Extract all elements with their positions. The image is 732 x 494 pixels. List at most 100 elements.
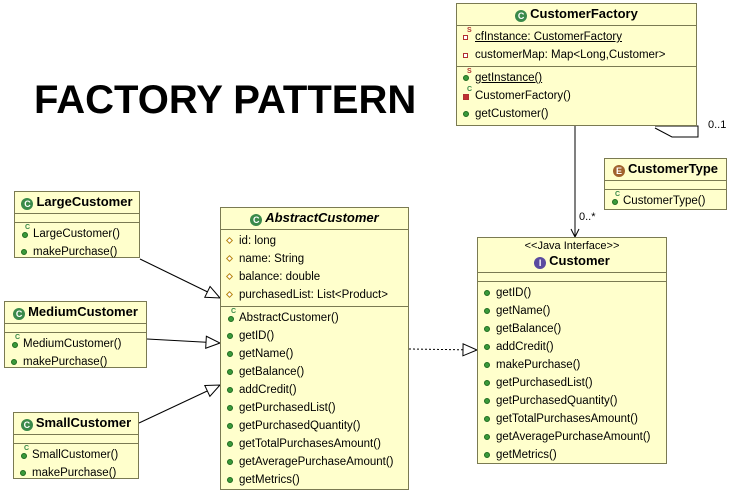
class-icon: C (21, 198, 34, 210)
public-method-icon (227, 459, 233, 465)
constructor-icon (12, 342, 18, 348)
protected-field-icon (225, 290, 234, 299)
public-method-icon (484, 416, 490, 422)
method-row: getID() (478, 284, 666, 302)
public-method-icon (20, 470, 26, 476)
large-customer-generalization (139, 258, 220, 298)
abstract-class-icon: C (250, 214, 263, 226)
attribute-row: id: long (221, 232, 408, 250)
method-row: C CustomerFactory() (457, 86, 696, 105)
method-row: makePurchase() (5, 353, 146, 371)
method-row: C MediumCustomer() (5, 334, 146, 353)
public-method-icon (227, 405, 233, 411)
attributes-section (15, 213, 139, 222)
method-row: makePurchase() (478, 356, 666, 374)
self-association-line (654, 125, 699, 138)
method-row: getAveragePurchaseAmount() (478, 428, 666, 446)
public-method-icon (227, 423, 233, 429)
public-method-icon (484, 398, 490, 404)
private-static-field-icon (463, 35, 468, 40)
methods-section: C LargeCustomer() makePurchase() (15, 222, 139, 263)
method-row: getBalance() (478, 320, 666, 338)
attributes-section (5, 323, 146, 332)
enum-icon: E (612, 165, 625, 177)
attribute-row: S cfInstance: CustomerFactory (457, 27, 696, 46)
class-name: MediumCustomer (28, 304, 138, 319)
attribute-row: customerMap: Map<Long,Customer> (457, 46, 696, 64)
public-method-icon (484, 434, 490, 440)
public-method-icon (484, 380, 490, 386)
method-row: C SmallCustomer() (14, 445, 138, 464)
protected-field-icon (225, 236, 234, 245)
public-static-method-icon (463, 75, 469, 81)
method-row: getPurchasedList() (478, 374, 666, 392)
constructor-icon (22, 232, 28, 238)
public-method-icon (484, 344, 490, 350)
class-icon: C (515, 10, 528, 22)
private-field-icon (463, 53, 468, 58)
class-name: SmallCustomer (35, 415, 132, 430)
realization-line (408, 349, 477, 350)
method-row: getName() (221, 345, 408, 363)
public-method-icon (484, 308, 490, 314)
method-row: getPurchasedList() (221, 399, 408, 417)
attributes-section (478, 272, 666, 281)
attributes-section: id: long name: String balance: double pu… (221, 229, 408, 306)
method-row: getMetrics() (478, 446, 666, 464)
method-row: getPurchasedQuantity() (478, 392, 666, 410)
public-method-icon (227, 351, 233, 357)
public-method-icon (484, 362, 490, 368)
method-row: getID() (221, 327, 408, 345)
attribute-row: name: String (221, 250, 408, 268)
protected-field-icon (225, 272, 234, 281)
public-method-icon (227, 441, 233, 447)
methods-section: S getInstance() C CustomerFactory() getC… (457, 66, 696, 125)
constructor-icon (228, 316, 234, 322)
public-method-icon (463, 111, 469, 117)
class-name: AbstractCustomer (265, 210, 379, 225)
method-row: makePurchase() (14, 464, 138, 482)
class-name: CustomerFactory (530, 6, 638, 21)
interface-icon: I (534, 257, 547, 269)
attributes-section (605, 180, 726, 189)
constructor-icon (612, 199, 618, 205)
method-row: C LargeCustomer() (15, 224, 139, 243)
methods-section: C CustomerType() (605, 189, 726, 212)
association-multiplicity: 0..* (579, 211, 596, 223)
method-row: makePurchase() (15, 243, 139, 261)
medium-customer-generalization (146, 339, 220, 343)
attribute-row: balance: double (221, 268, 408, 286)
method-row: getName() (478, 302, 666, 320)
public-method-icon (484, 290, 490, 296)
methods-section: getID() getName() getBalance() addCredit… (478, 281, 666, 466)
public-method-icon (227, 477, 233, 483)
method-row: getTotalPurchasesAmount() (221, 435, 408, 453)
method-row: getMetrics() (221, 471, 408, 489)
method-row: getBalance() (221, 363, 408, 381)
method-row: C CustomerType() (605, 191, 726, 210)
public-method-icon (484, 326, 490, 332)
method-row: addCredit() (478, 338, 666, 356)
public-method-icon (21, 249, 27, 255)
method-row: getCustomer() (457, 105, 696, 123)
constructor-icon (21, 453, 27, 459)
attributes-section (14, 434, 138, 443)
public-method-icon (484, 452, 490, 458)
method-row: getTotalPurchasesAmount() (478, 410, 666, 428)
small-customer-generalization (138, 385, 220, 424)
private-constructor-icon (463, 94, 469, 100)
class-name: CustomerType (627, 161, 719, 176)
